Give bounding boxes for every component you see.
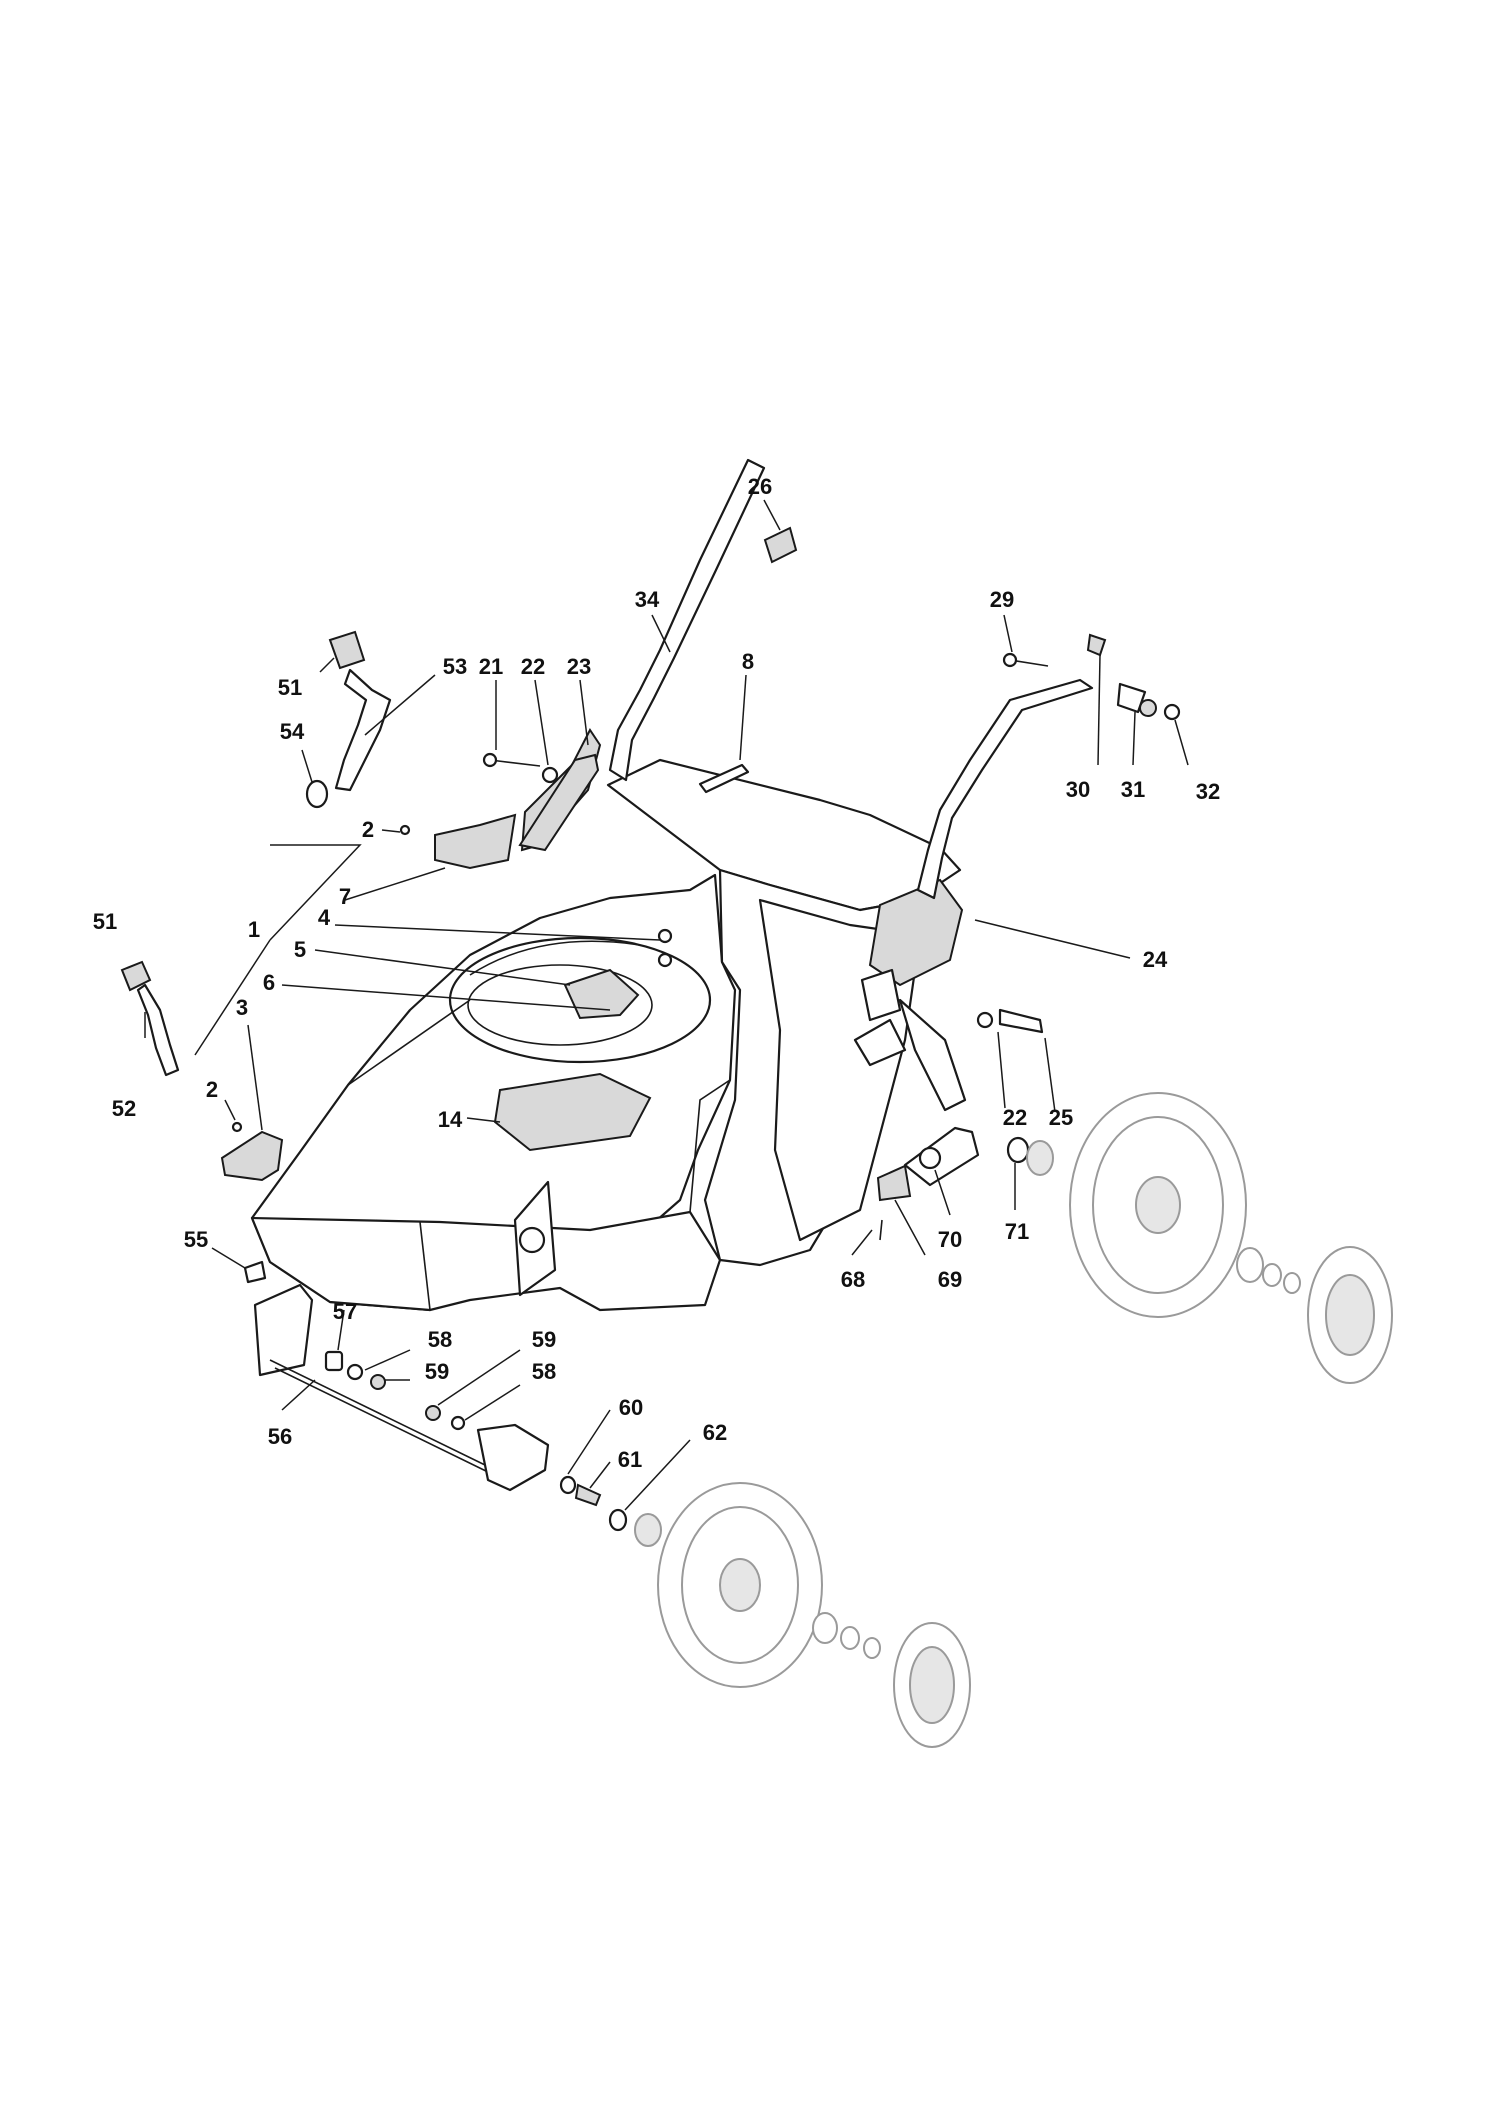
callout-52: 52 xyxy=(111,1096,137,1121)
callout-34: 34 xyxy=(634,587,660,612)
callout-2-top: 2 xyxy=(361,817,375,842)
callout-8: 8 xyxy=(741,649,755,674)
callout-23: 23 xyxy=(566,654,592,679)
callout-4: 4 xyxy=(317,905,331,930)
callout-22-right: 22 xyxy=(1002,1105,1028,1130)
deck-housing xyxy=(250,758,962,1312)
callout-68: 68 xyxy=(840,1267,866,1292)
callout-2-left: 2 xyxy=(205,1077,219,1102)
callout-22-top: 22 xyxy=(520,654,546,679)
callout-56: 56 xyxy=(267,1424,293,1449)
callout-30: 30 xyxy=(1065,777,1091,802)
callout-25: 25 xyxy=(1048,1105,1074,1130)
callout-59-b: 59 xyxy=(531,1327,557,1352)
callout-62: 62 xyxy=(702,1420,728,1445)
rear-wheel-assembly xyxy=(1026,1092,1393,1384)
handle-left xyxy=(608,458,766,782)
callout-24: 24 xyxy=(1142,947,1168,972)
handle-right xyxy=(916,678,1094,900)
leader-lines xyxy=(144,499,1189,1511)
callout-29: 29 xyxy=(989,587,1015,612)
callout-54: 54 xyxy=(279,719,305,744)
callout-6: 6 xyxy=(262,970,276,995)
deck-inserts xyxy=(493,928,673,1152)
front-wheel-assembly xyxy=(634,1482,971,1748)
callout-61: 61 xyxy=(617,1447,643,1472)
callout-55: 55 xyxy=(183,1227,209,1252)
left-lever xyxy=(120,960,284,1182)
rear-axle-parts xyxy=(876,1008,1044,1241)
callout-70: 70 xyxy=(937,1227,963,1252)
front-axle-parts xyxy=(243,1260,628,1532)
callout-26: 26 xyxy=(747,474,773,499)
callout-51-left: 51 xyxy=(92,909,118,934)
callout-60: 60 xyxy=(618,1395,644,1420)
callout-71: 71 xyxy=(1004,1219,1030,1244)
callout-69: 69 xyxy=(937,1267,963,1292)
callout-21: 21 xyxy=(478,654,504,679)
callout-58-b: 58 xyxy=(531,1359,557,1384)
callout-51-top: 51 xyxy=(277,675,303,700)
callout-59-a: 59 xyxy=(424,1359,450,1384)
small-parts-top xyxy=(305,526,1181,870)
callout-1: 1 xyxy=(247,917,261,942)
callout-5: 5 xyxy=(293,937,307,962)
callout-32: 32 xyxy=(1195,779,1221,804)
callout-7: 7 xyxy=(338,884,352,909)
callout-3: 3 xyxy=(235,995,249,1020)
callout-57: 57 xyxy=(332,1299,358,1324)
callout-58-a: 58 xyxy=(427,1327,453,1352)
callout-14: 14 xyxy=(437,1107,463,1132)
callout-53: 53 xyxy=(442,654,468,679)
callout-31: 31 xyxy=(1120,777,1146,802)
